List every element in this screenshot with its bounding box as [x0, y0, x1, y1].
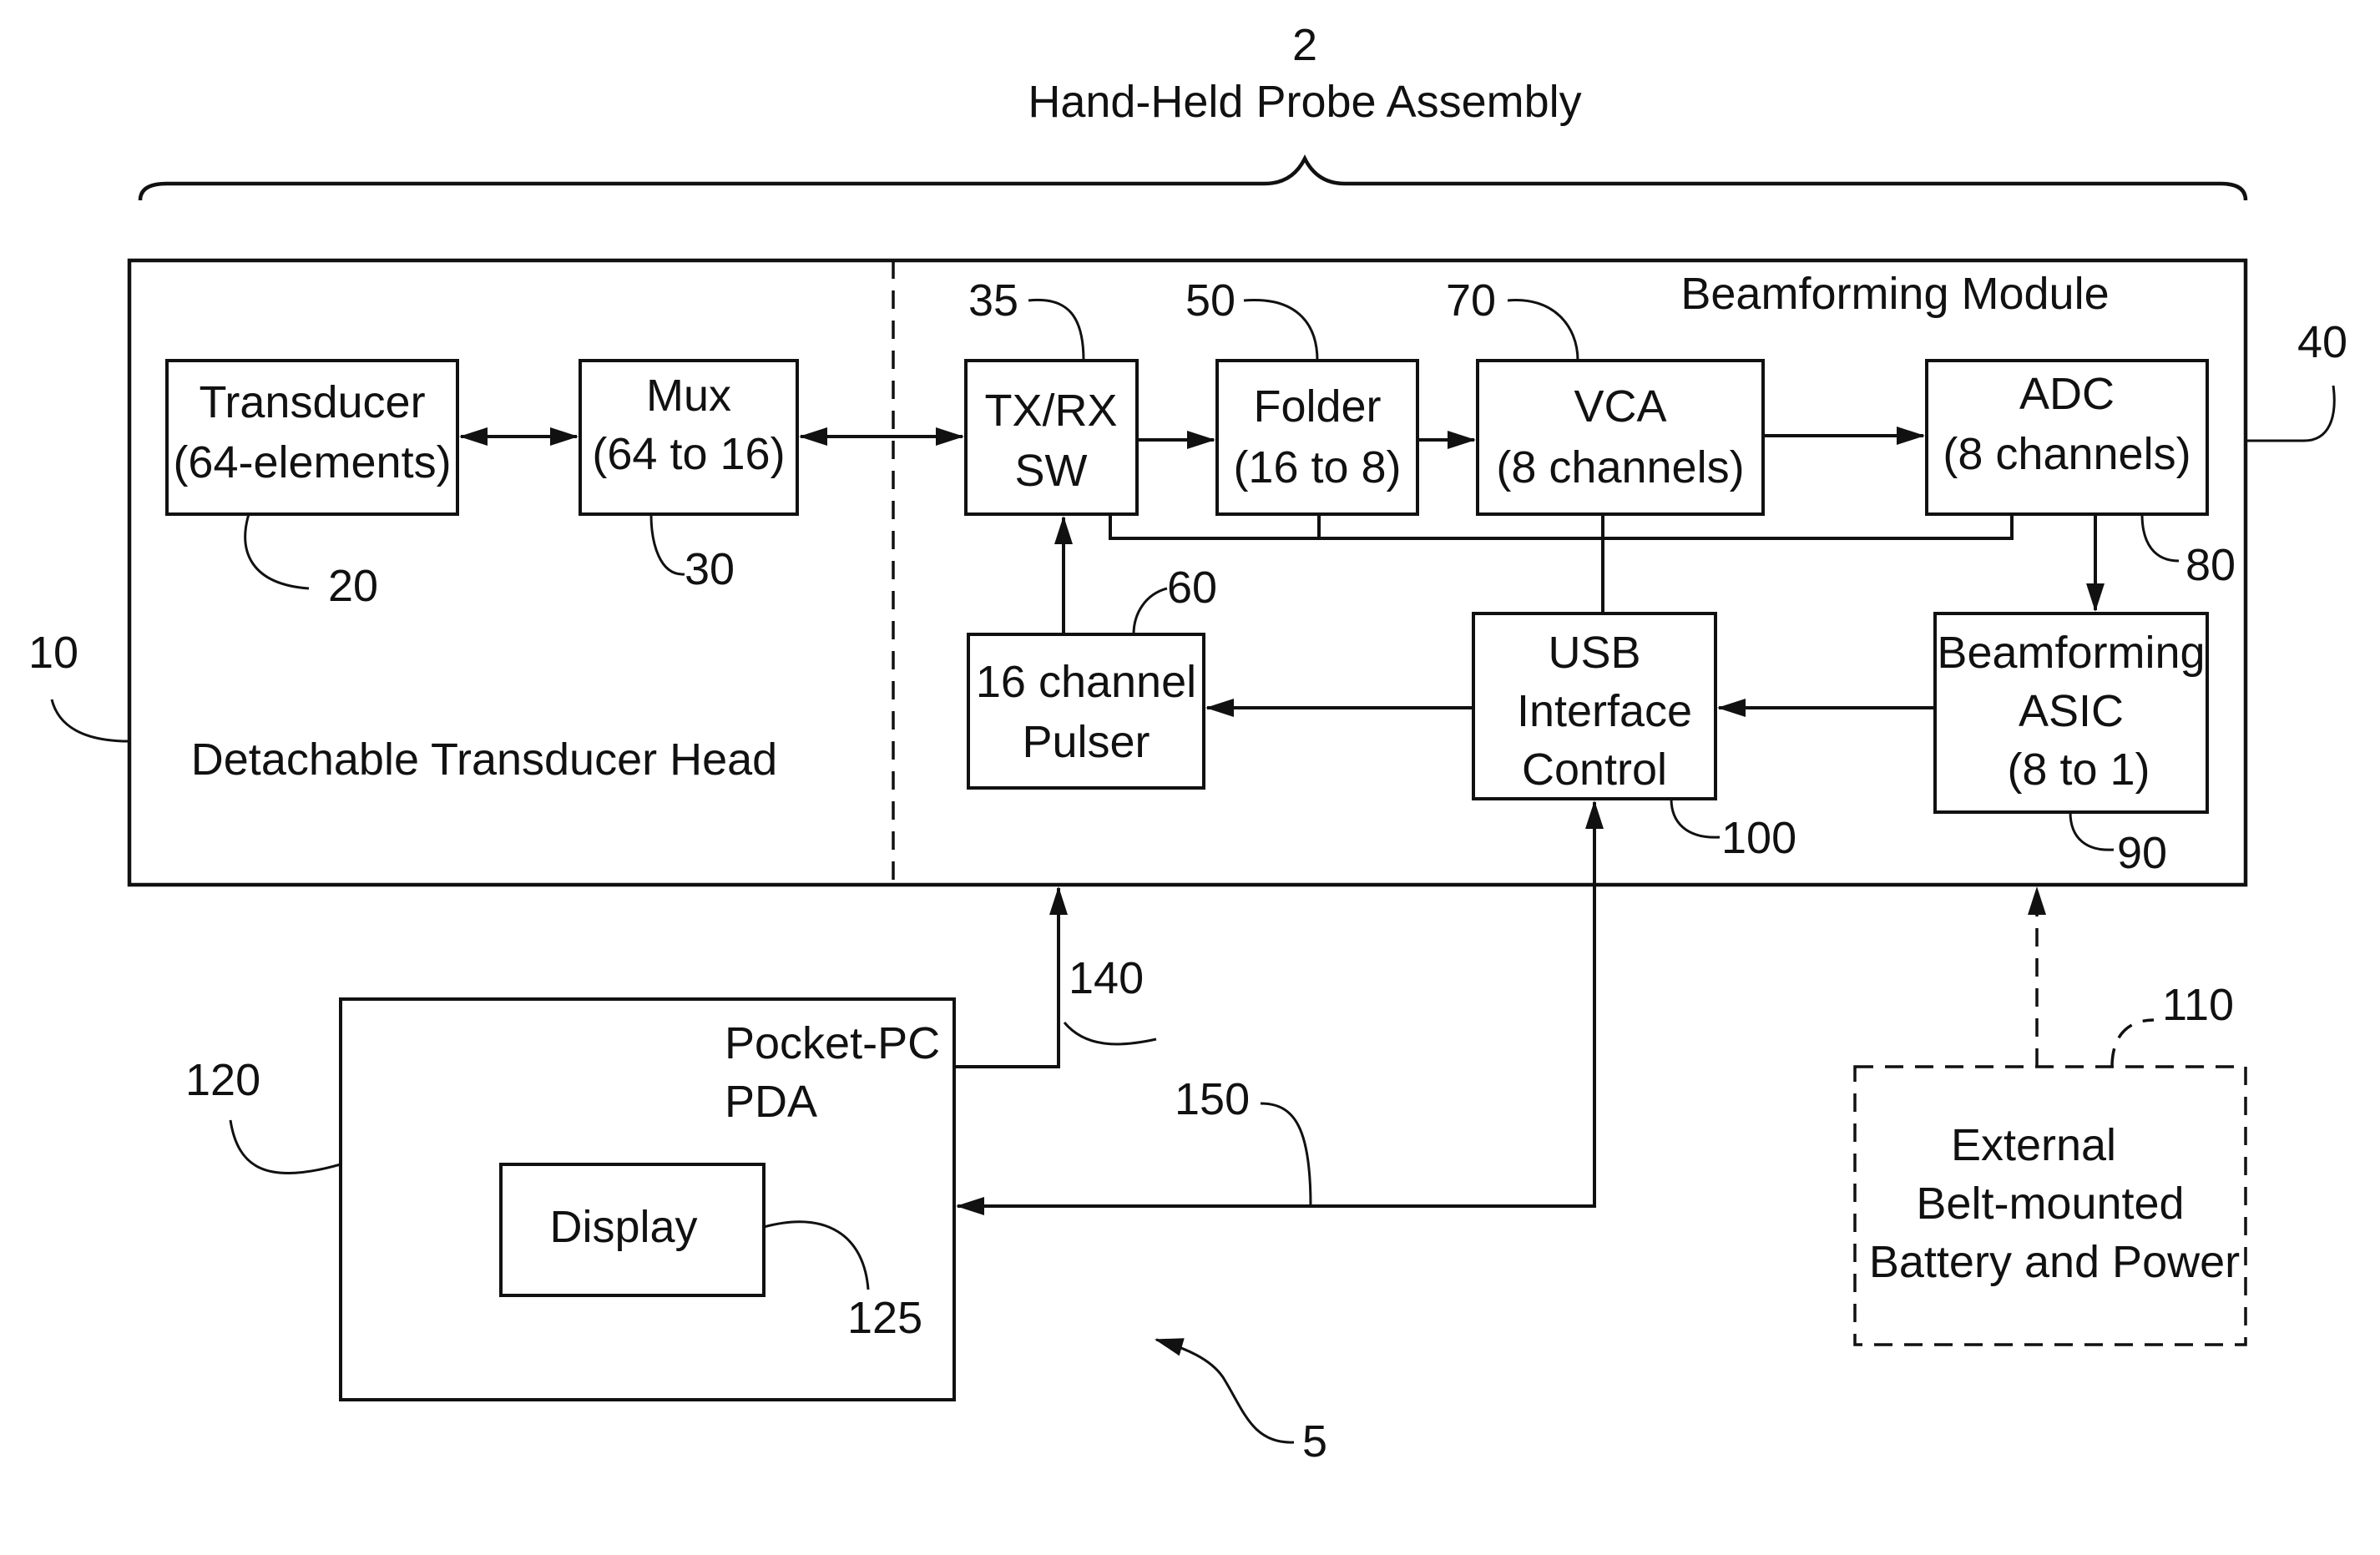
head-label: Detachable Transducer Head: [191, 735, 777, 785]
ref-usb-link: 150: [1175, 1074, 1250, 1124]
ref-usb-link-leader: [1261, 1103, 1311, 1206]
battery-block: External Belt-mounted Battery and Power: [1855, 1067, 2246, 1345]
ref-txrx-leader: [1028, 300, 1084, 361]
asic-title: Beamforming: [1937, 628, 2205, 678]
txrx-title: TX/RX: [984, 386, 1117, 436]
ref-asic-leader: [2070, 812, 2114, 850]
pulser-title: 16 channel: [976, 657, 1196, 707]
usb-subtitle-2: Control: [1522, 745, 1667, 795]
display-block: Display: [501, 1164, 764, 1295]
pulser-block: 16 channel Pulser: [968, 634, 1204, 788]
ref-pda: 120: [185, 1055, 260, 1105]
ref-battery-leader: [2112, 1020, 2154, 1067]
adc-block: ADC (8 channels): [1927, 361, 2207, 514]
vca-block: VCA (8 channels): [1478, 361, 1763, 514]
module-label: Beamforming Module: [1680, 269, 2109, 319]
assembly-brace: [140, 159, 2246, 200]
pda-title: Pocket-PC: [725, 1018, 940, 1068]
ref-module: 40: [2297, 317, 2347, 367]
beamforming-asic-block: Beamforming ASIC (8 to 1): [1935, 613, 2207, 812]
asic-subtitle: ASIC: [2019, 686, 2124, 736]
usb-title: USB: [1548, 628, 1640, 678]
ref-adc-leader: [2142, 514, 2179, 561]
ref-mux-leader: [651, 514, 685, 574]
folder-block: Folder (16 to 8): [1217, 361, 1417, 514]
mux-block: Mux (64 to 16): [580, 361, 797, 514]
ref-transducer-leader: [245, 514, 309, 588]
battery-subtitle: Belt-mounted: [1916, 1179, 2184, 1229]
txrx-switch-block: TX/RX SW: [966, 361, 1137, 514]
assembly-heading: 2 Hand-Held Probe Assembly: [1028, 20, 1581, 127]
control-bus: [1110, 514, 2012, 538]
assembly-number: 2: [1292, 20, 1317, 70]
ref-system: 5: [1302, 1416, 1327, 1467]
link-pda-module: [954, 888, 1059, 1067]
ref-vca-leader: [1508, 300, 1578, 361]
transducer-title: Transducer: [199, 377, 425, 427]
folder-title: Folder: [1253, 381, 1381, 432]
vca-title: VCA: [1574, 381, 1666, 432]
ref-usb: 100: [1721, 813, 1796, 863]
ref-pulser-leader: [1134, 588, 1167, 634]
ref-pulser: 60: [1167, 563, 1217, 613]
ref-system-leader: [1156, 1340, 1294, 1442]
adc-subtitle: (8 channels): [1943, 429, 2191, 479]
ref-control-link-leader: [1064, 1022, 1156, 1044]
ref-adc: 80: [2185, 540, 2236, 590]
ref-usb-leader: [1671, 799, 1720, 837]
ref-battery: 110: [2162, 980, 2234, 1030]
ref-module-leader: [2246, 386, 2334, 441]
usb-subtitle: Interface: [1517, 686, 1692, 736]
ref-folder: 50: [1185, 275, 1235, 326]
ref-control-link: 140: [1069, 953, 1144, 1003]
ref-asic: 90: [2117, 828, 2167, 878]
mux-subtitle: (64 to 16): [592, 429, 785, 479]
ref-display: 125: [847, 1293, 922, 1343]
ref-head-leader: [52, 699, 129, 741]
transducer-subtitle: (64-elements): [173, 437, 451, 487]
adc-title: ADC: [2019, 369, 2115, 419]
usb-control-block: USB Interface Control: [1473, 613, 1716, 799]
ref-head: 10: [28, 628, 78, 678]
pulser-subtitle: Pulser: [1022, 717, 1150, 767]
ref-mux: 30: [685, 544, 735, 594]
asic-subtitle-2: (8 to 1): [2007, 745, 2150, 795]
pda-subtitle: PDA: [725, 1077, 817, 1127]
link-usb-pda: [958, 802, 1594, 1206]
ref-transducer: 20: [328, 561, 378, 611]
ref-txrx: 35: [968, 275, 1018, 326]
ref-pda-leader: [230, 1120, 341, 1174]
battery-title: External: [1951, 1120, 2116, 1170]
vca-subtitle: (8 channels): [1496, 442, 1744, 492]
mux-title: Mux: [646, 371, 731, 421]
txrx-subtitle: SW: [1015, 446, 1088, 496]
ref-vca: 70: [1446, 275, 1496, 326]
assembly-title: Hand-Held Probe Assembly: [1028, 77, 1581, 127]
ref-folder-leader: [1244, 300, 1317, 361]
folder-subtitle: (16 to 8): [1233, 442, 1401, 492]
display-title: Display: [549, 1202, 697, 1252]
transducer-block: Transducer (64-elements): [167, 361, 457, 514]
battery-subtitle-2: Battery and Power: [1869, 1237, 2240, 1287]
